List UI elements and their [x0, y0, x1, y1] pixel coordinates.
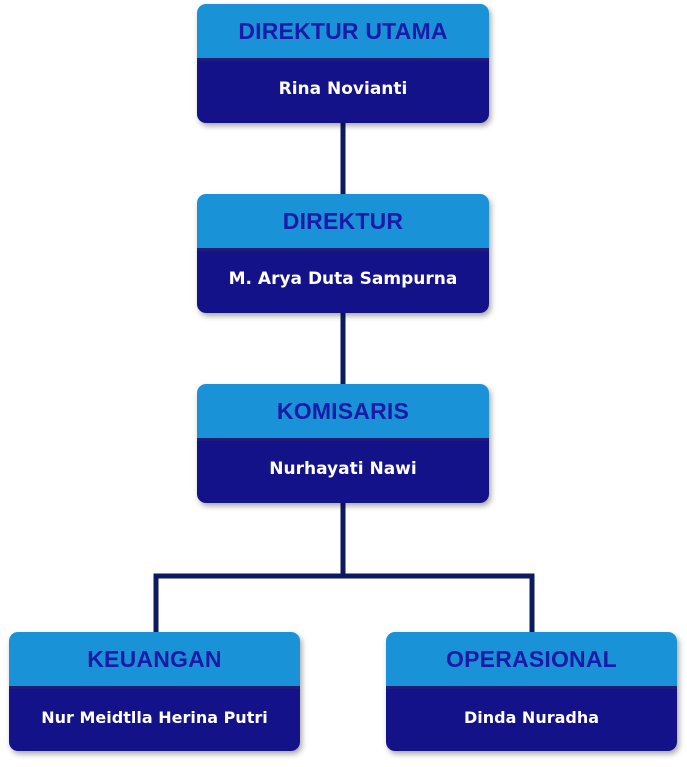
org-node-direktur: DIREKTUR M. Arya Duta Sampurna: [197, 194, 489, 313]
person-name: Nur Meidtlla Herina Putri: [9, 689, 300, 751]
org-node-operasional: OPERASIONAL Dinda Nuradha: [386, 632, 677, 751]
org-node-keuangan: KEUANGAN Nur Meidtlla Herina Putri: [9, 632, 300, 751]
person-name: M. Arya Duta Sampurna: [197, 251, 489, 313]
role-title: OPERASIONAL: [386, 632, 677, 689]
person-name: Dinda Nuradha: [386, 689, 677, 751]
org-node-direktur-utama: DIREKTUR UTAMA Rina Novianti: [197, 4, 489, 123]
org-node-komisaris: KOMISARIS Nurhayati Nawi: [197, 384, 489, 503]
person-name: Nurhayati Nawi: [197, 441, 489, 503]
role-title: DIREKTUR: [197, 194, 489, 251]
role-title: KEUANGAN: [9, 632, 300, 689]
role-title: DIREKTUR UTAMA: [197, 4, 489, 61]
role-title: KOMISARIS: [197, 384, 489, 441]
person-name: Rina Novianti: [197, 61, 489, 123]
